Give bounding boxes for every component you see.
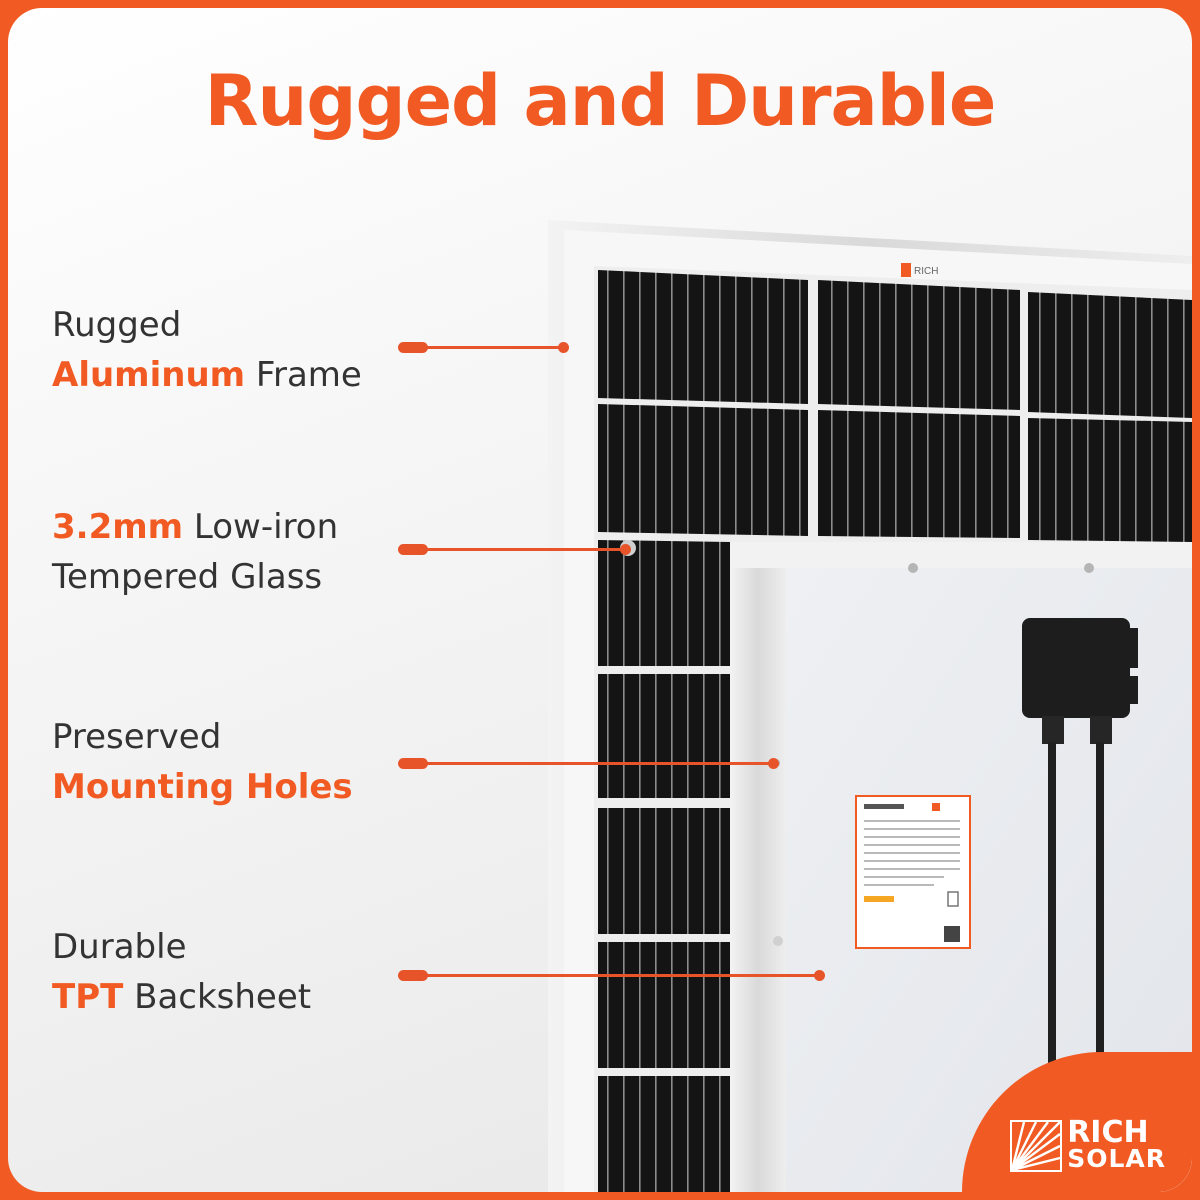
callout-line-frame [398, 342, 569, 353]
feature-highlight: Mounting Holes [52, 767, 353, 807]
feature-line2: Tempered Glass [52, 557, 323, 597]
brand-name-line1: RICH [1067, 1115, 1149, 1150]
svg-text:RICH: RICH [914, 266, 938, 277]
spec-label [855, 795, 971, 949]
feature-tempered-glass: 3.2mm Low-iron Tempered Glass [52, 502, 338, 602]
callout-line-holes [398, 758, 779, 769]
feature-highlight: TPT [52, 977, 124, 1017]
junction-box-icon [1022, 618, 1138, 1088]
feature-aluminum-frame: Rugged Aluminum Frame [52, 300, 362, 400]
brand-name-line2: SOLAR [1067, 1144, 1166, 1173]
solar-panel-illustration: RICH [548, 220, 1192, 1192]
feature-line1: Preserved [52, 717, 222, 757]
feature-highlight: 3.2mm [52, 507, 184, 547]
feature-line2: Backsheet [123, 977, 312, 1017]
feature-line1: Low-iron [183, 507, 339, 547]
rich-solar-logo-icon [1010, 1120, 1062, 1172]
product-card: RICH [8, 8, 1192, 1192]
feature-line1: Rugged [52, 305, 182, 345]
page-title: Rugged and Durable [204, 60, 997, 142]
callout-line-backsheet [398, 970, 825, 981]
feature-line2: Frame [245, 355, 362, 395]
feature-mounting-holes: Preserved Mounting Holes [52, 712, 353, 812]
callout-line-glass [398, 544, 631, 555]
feature-line1: Durable [52, 927, 187, 967]
feature-tpt-backsheet: Durable TPT Backsheet [52, 922, 311, 1022]
feature-highlight: Aluminum [52, 355, 246, 395]
